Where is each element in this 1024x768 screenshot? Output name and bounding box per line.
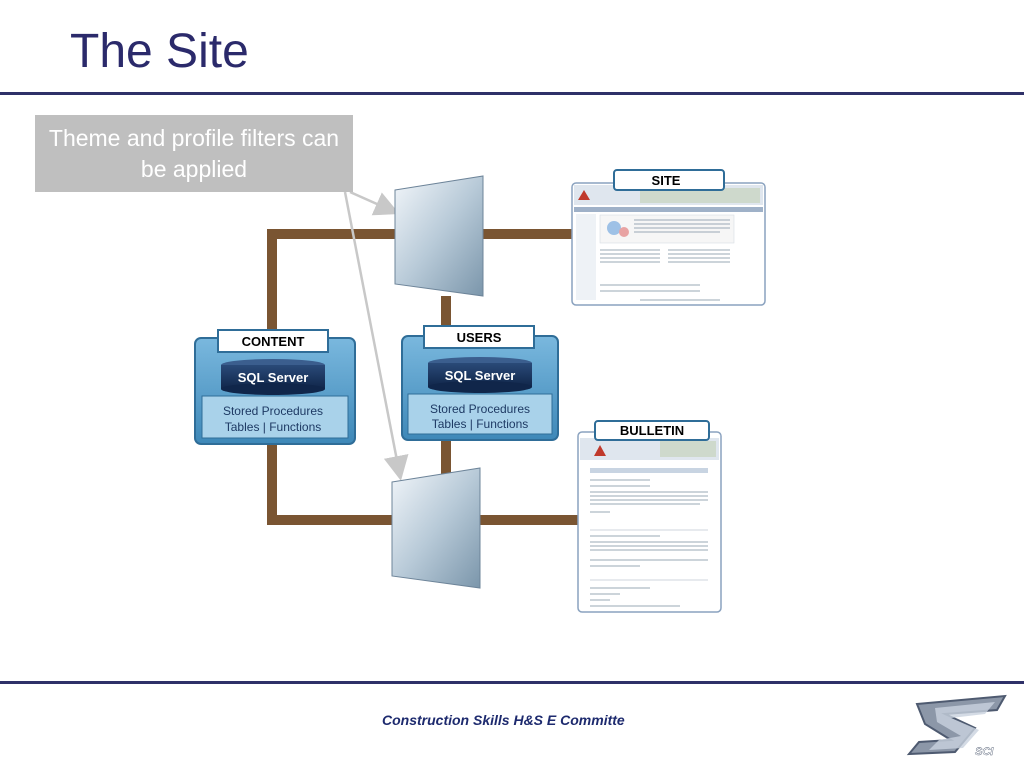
bulletin-label-box xyxy=(594,420,710,441)
bottom-filter-panel xyxy=(391,467,481,589)
content-engine: SQL Server xyxy=(238,370,309,385)
site-label: SITE xyxy=(652,173,681,188)
users-label: USERS xyxy=(457,330,502,345)
sci-logo: SCI xyxy=(906,694,1007,758)
pipe-content-to-bottom-filter xyxy=(267,440,432,525)
content-database: CONTENT SQL Server Stored Procedures Tab… xyxy=(194,329,356,445)
content-label: CONTENT xyxy=(242,334,305,349)
users-engine: SQL Server xyxy=(445,368,516,383)
bulletin-logo-icon xyxy=(594,445,606,456)
bottom-divider xyxy=(0,681,1024,684)
bulletin-label: BULLETIN xyxy=(620,423,684,438)
arrow-to-bottom-filter xyxy=(343,191,409,481)
content-label-box xyxy=(217,329,329,353)
site-logo-icon xyxy=(578,190,590,200)
content-line2: Tables | Functions xyxy=(225,420,322,434)
content-line1: Stored Procedures xyxy=(223,404,323,418)
connector-pipes xyxy=(267,229,578,525)
site-thumbnail: SITE xyxy=(571,169,766,306)
top-divider xyxy=(0,92,1024,95)
users-line1: Stored Procedures xyxy=(430,402,530,416)
footer-text: Construction Skills H&S E Committe xyxy=(382,712,625,728)
logo-text: SCI xyxy=(975,746,994,758)
slide-title: The Site xyxy=(70,25,249,78)
top-filter-panel xyxy=(394,175,484,297)
users-database: USERS SQL Server Stored Procedures Table… xyxy=(401,325,559,441)
users-line2: Tables | Functions xyxy=(432,417,529,431)
site-label-box xyxy=(613,169,725,191)
callout-arrows xyxy=(343,190,409,481)
filters-callout: Theme and profile filters can be applied xyxy=(35,115,353,192)
bulletin-thumbnail: BULLETIN xyxy=(577,420,722,613)
arrow-to-top-filter xyxy=(349,190,400,216)
users-label-box xyxy=(423,325,535,349)
pipe-content-to-top-filter xyxy=(267,229,440,340)
